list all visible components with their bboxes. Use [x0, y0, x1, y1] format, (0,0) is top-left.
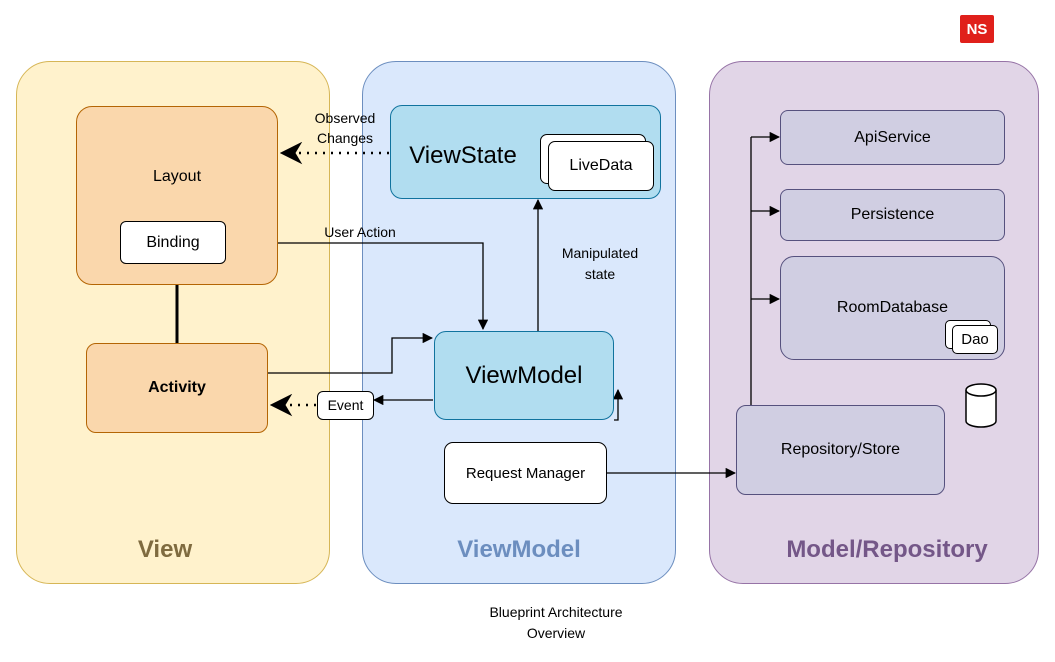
ns-logo-badge: NS: [960, 15, 994, 43]
livedata-box: LiveData: [548, 141, 654, 191]
request-manager-box: Request Manager: [444, 442, 607, 504]
observed-label-line2: Changes: [316, 130, 374, 146]
manipulated-label-line2: state: [584, 266, 616, 282]
viewmodel-column-label: ViewModel: [457, 536, 581, 563]
caption-line2: Overview: [526, 625, 586, 641]
diagram-caption: Blueprint Architecture Overview: [456, 602, 656, 644]
user-action-label: User Action: [324, 224, 396, 240]
repository-store-box: Repository/Store: [736, 405, 945, 495]
roomdatabase-label: RoomDatabase: [836, 299, 949, 317]
caption-line1: Blueprint Architecture: [489, 604, 623, 620]
manipulated-state-label: Manipulated state: [545, 243, 655, 285]
dao-box: Dao: [952, 325, 998, 354]
activity-viewmodel-arrow: [268, 332, 434, 374]
binding-box: Binding: [120, 221, 226, 264]
model-column-label: Model/Repository: [786, 536, 988, 563]
view-column-label: View: [137, 536, 193, 563]
viewstate-label: ViewState: [409, 142, 517, 169]
layout-label: Layout: [152, 168, 202, 186]
persistence-box: Persistence: [780, 189, 1005, 241]
database-icon: [965, 383, 997, 428]
user-action-arrow: [278, 242, 489, 331]
event-box: Event: [317, 391, 374, 420]
observed-label-line1: Observed: [314, 110, 376, 126]
manipulated-label-line1: Manipulated: [561, 245, 639, 261]
viewmodel-box: ViewModel: [434, 331, 614, 420]
viewmodel-self-loop: [612, 388, 624, 421]
apiservice-box: ApiService: [780, 110, 1005, 165]
observed-changes-label: Observed Changes: [300, 108, 390, 148]
activity-box: Activity: [86, 343, 268, 433]
